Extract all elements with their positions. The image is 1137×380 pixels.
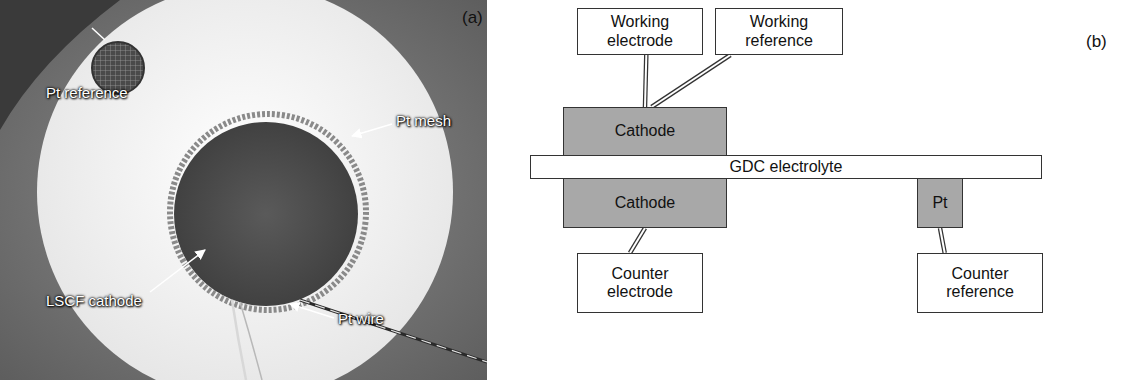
node-text: Counter reference <box>922 265 1038 302</box>
leader-line <box>352 124 392 136</box>
wire-connector <box>940 228 945 253</box>
pt-wire <box>240 302 262 380</box>
part-label: Pt mesh <box>396 112 451 129</box>
wire-outline <box>940 228 945 253</box>
part-label: Pt reference <box>46 84 128 101</box>
pt-wire-sheath <box>300 300 487 362</box>
wire-outline <box>652 55 731 107</box>
electrolyte-pellet <box>37 0 453 380</box>
node-text: Working electrode <box>582 13 698 50</box>
wire-core <box>940 228 945 253</box>
leader-line <box>290 304 334 318</box>
node-text: Pt <box>932 194 947 212</box>
pt-electrode: Pt <box>917 178 963 228</box>
lscf-cathode-disk <box>174 122 358 306</box>
terminal-box: Working electrode <box>577 8 703 55</box>
terminal-box: Counter reference <box>917 253 1043 313</box>
node-text: Working reference <box>720 13 838 50</box>
panel-label: (b) <box>1086 32 1107 52</box>
pt-mesh-ring <box>170 114 366 310</box>
leader-line <box>92 28 105 40</box>
wire-connector <box>652 55 731 107</box>
cathode-layer: Cathode <box>563 107 727 156</box>
terminal-box: Working reference <box>715 8 843 55</box>
node-text: Counter electrode <box>582 265 698 302</box>
electrolyte-layer: GDC electrolyte <box>530 155 1042 179</box>
node-text: GDC electrolyte <box>730 158 843 176</box>
wire-core <box>652 55 731 107</box>
part-label: Pt wire <box>338 310 384 327</box>
cathode-layer: Cathode <box>563 178 727 228</box>
wire-core <box>645 55 646 107</box>
panel-label: (a) <box>462 8 483 28</box>
terminal-box: Counter electrode <box>577 253 703 313</box>
node-text: Cathode <box>615 122 676 140</box>
wire-connector <box>630 228 645 253</box>
part-label: LSCF cathode <box>46 292 142 309</box>
wire-core <box>630 228 645 253</box>
node-text: Cathode <box>615 194 676 212</box>
wire-outline <box>630 228 645 253</box>
leader-line <box>150 250 205 292</box>
pt-wire <box>232 300 246 380</box>
wire-connector <box>645 55 646 107</box>
wire-outline <box>645 55 646 107</box>
pt-wire <box>300 300 487 362</box>
